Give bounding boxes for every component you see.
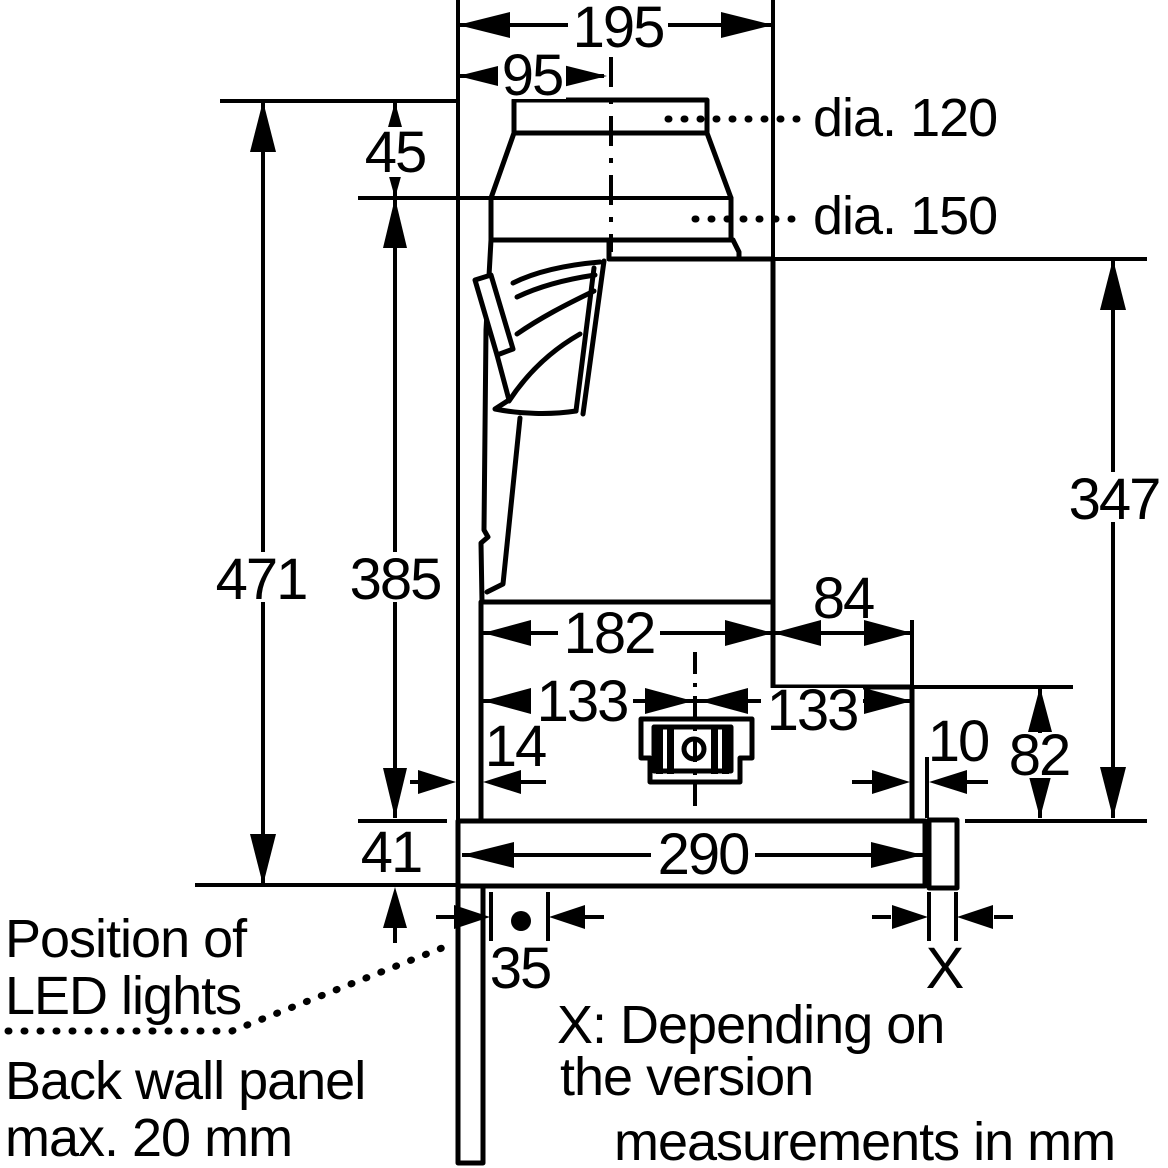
dim-133-left-label: 133 xyxy=(537,669,628,734)
dim-385-label: 385 xyxy=(350,547,441,612)
slider-control xyxy=(638,652,755,808)
x-note-line1: X: Depending on xyxy=(557,995,944,1055)
led-note-line1: Position of xyxy=(5,909,248,969)
dia-150-label: dia. 150 xyxy=(813,186,997,246)
dim-depth-step: 84 xyxy=(773,566,912,646)
dim-total-width: 195 xyxy=(458,0,773,60)
dim-visor-height: 41 xyxy=(361,820,423,943)
units-note: measurements in mm xyxy=(614,1112,1115,1168)
dim-pullout-height: 82 xyxy=(1004,687,1074,818)
dim-14-label: 14 xyxy=(485,714,546,779)
dim-back-clearance: 14 xyxy=(410,714,548,794)
dim-471-label: 471 xyxy=(216,547,307,612)
dim-center-left: 133 133 xyxy=(483,669,912,743)
duct-outline xyxy=(488,57,742,262)
wall-note-line2: max. 20 mm xyxy=(5,1108,292,1168)
extension-lines xyxy=(195,0,1147,887)
dim-182-label: 182 xyxy=(564,601,655,666)
blower-scroll xyxy=(472,258,607,417)
led-light-dot xyxy=(511,911,531,931)
x-note-line2: the version xyxy=(560,1047,813,1107)
dim-290-label: 290 xyxy=(658,822,749,887)
dim-35-label: 35 xyxy=(490,936,551,1001)
dim-133-right-label: 133 xyxy=(767,678,858,743)
dim-depth-body: 182 xyxy=(483,601,773,666)
led-note-line2: LED lights xyxy=(5,966,241,1026)
dim-height-right: 347 xyxy=(1062,259,1166,818)
dim-led-offset: 35 xyxy=(436,892,604,1001)
dim-x-label: X xyxy=(926,936,964,1001)
dim-visor-width: 290 xyxy=(462,822,923,887)
scroll-flap xyxy=(472,272,516,358)
dim-height-total: 471 xyxy=(212,101,312,885)
annotations: Position of LED lights Back wall panel m… xyxy=(4,909,1116,1168)
dim-spacer: X xyxy=(872,892,1013,1001)
dim-84-label: 84 xyxy=(813,566,874,631)
dim-82-label: 82 xyxy=(1009,723,1070,788)
dim-collar-height: 45 xyxy=(360,102,430,198)
dim-front-clearance: 10 xyxy=(852,709,990,794)
dia-120-label: dia. 120 xyxy=(813,88,997,148)
led-leader-line xyxy=(4,940,456,1035)
end-cap xyxy=(926,817,960,891)
dim-95-label: 95 xyxy=(502,43,563,108)
wall-note-line1: Back wall panel xyxy=(5,1051,365,1111)
dim-10-label: 10 xyxy=(928,709,989,774)
dim-duct-center: 95 xyxy=(458,43,607,108)
dim-195-label: 195 xyxy=(573,0,664,60)
back-wall-panel xyxy=(455,883,486,1166)
dia-callouts: dia. 120 dia. 150 xyxy=(664,88,998,246)
dim-45-label: 45 xyxy=(365,120,426,185)
dim-347-label: 347 xyxy=(1069,467,1160,532)
dim-41-label: 41 xyxy=(361,820,422,885)
dim-height-body: 385 xyxy=(344,198,444,818)
